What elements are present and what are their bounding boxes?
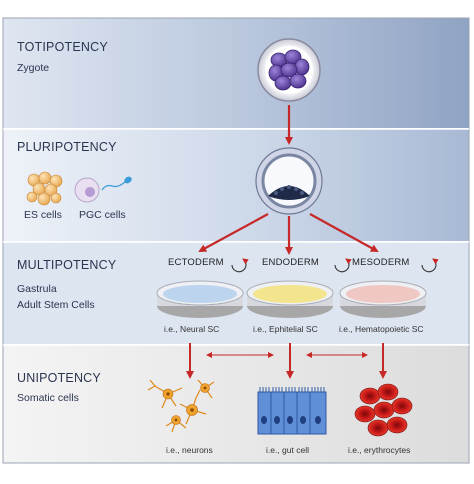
pgc-cell-icon <box>74 177 100 203</box>
band-title-totipotency: TOTIPOTENCY <box>17 40 108 54</box>
band-title-pluripotency: PLURIPOTENCY <box>17 140 117 154</box>
gut-cell-icon <box>257 387 327 435</box>
figure-border <box>2 17 470 464</box>
totipotency-band <box>3 18 469 128</box>
band-title-multipotency: MULTIPOTENCY <box>17 258 117 272</box>
ectoderm-example: i.e., Neural SC <box>164 324 220 334</box>
germ-layer-ectoderm: ECTODERM <box>168 257 224 268</box>
mesoderm-dish-icon <box>339 280 427 318</box>
band-subtitle-somatic-cells: Somatic cells <box>17 392 79 404</box>
sperm-icon <box>101 176 132 191</box>
endoderm-dish-icon <box>246 280 334 318</box>
band-subtitle-zygote: Zygote <box>17 62 50 74</box>
es-cells-icon <box>26 171 63 206</box>
neurons-label: i.e., neurons <box>166 445 213 455</box>
erythrocytes-label: i.e., erythrocytes <box>348 445 411 455</box>
unipotency-band <box>3 345 469 463</box>
germ-layer-mesoderm: MESODERM <box>352 257 410 268</box>
band-title-unipotency: UNIPOTENCY <box>17 371 101 385</box>
pgc-cells-label: PGC cells <box>79 209 126 221</box>
gut-cell-label: i.e., gut cell <box>266 445 309 455</box>
arrow-to-mesoderm <box>309 213 379 252</box>
arrow-to-ectoderm <box>198 213 269 252</box>
self-renewal-loops <box>231 258 439 273</box>
band-subtitle-gastrula: Gastrula <box>17 283 57 295</box>
blastocyst-icon <box>255 147 323 215</box>
zygote-icon <box>257 38 321 102</box>
mesoderm-example: i.e., Hematopoietic SC <box>339 324 424 334</box>
es-cells-label: ES cells <box>24 209 62 221</box>
erythrocytes-icon <box>354 383 413 437</box>
endoderm-example: i.e., Ephitelial SC <box>253 324 318 334</box>
germ-layer-endoderm: ENDODERM <box>262 257 320 268</box>
ectoderm-dish-icon <box>156 280 244 318</box>
band-subtitle-adult-stem-cells: Adult Stem Cells <box>17 299 95 311</box>
